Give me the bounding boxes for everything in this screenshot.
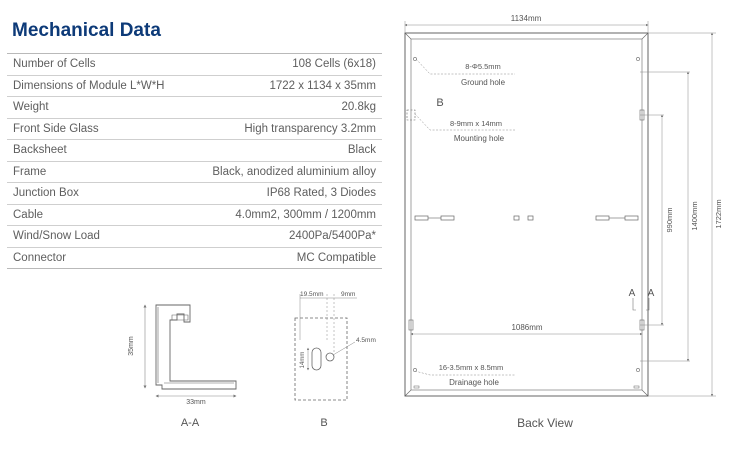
- spec-row: Connector MC Compatible: [7, 248, 382, 269]
- spec-label: Wind/Snow Load: [13, 230, 100, 243]
- mechanical-spec-table: Number of Cells 108 Cells (6x18) Dimensio…: [7, 53, 382, 269]
- section-a-marker-right: A: [648, 288, 655, 299]
- b-caption: B: [320, 417, 327, 429]
- spec-value: 2400Pa/5400Pa*: [289, 230, 376, 243]
- spec-value: 108 Cells (6x18): [292, 58, 376, 71]
- spec-label: Weight: [13, 101, 49, 114]
- spec-label: Dimensions of Module L*W*H: [13, 79, 165, 92]
- aa-caption: A-A: [181, 417, 200, 429]
- section-b-drawing: [294, 294, 357, 401]
- b-hole-diameter: 4.5mm: [356, 337, 376, 344]
- spec-label: Cable: [13, 208, 44, 221]
- b-dim-right: 9mm: [341, 291, 355, 298]
- dim-1400-label: 1400mm: [690, 201, 699, 230]
- back-width-label: 1134mm: [511, 14, 542, 23]
- aa-height-label: 35mm: [128, 336, 135, 356]
- mounting-hole-size: 8-9mm x 14mm: [450, 119, 502, 128]
- dim-1722-label: 1722mm: [714, 199, 723, 228]
- spec-label: Front Side Glass: [13, 122, 99, 135]
- spec-row: Wind/Snow Load 2400Pa/5400Pa*: [7, 226, 382, 248]
- section-title: Mechanical Data: [12, 20, 161, 41]
- spec-label: Backsheet: [13, 144, 67, 157]
- spec-row: Number of Cells 108 Cells (6x18): [7, 54, 382, 76]
- spec-row: Cable 4.0mm2, 300mm / 1200mm: [7, 205, 382, 226]
- dim-990-label: 990mm: [665, 207, 674, 232]
- drainage-hole-size: 16-3.5mm x 8.5mm: [439, 363, 504, 372]
- dim-1086-label: 1086mm: [511, 323, 542, 332]
- ground-hole-label: Ground hole: [461, 78, 506, 87]
- drainage-hole-label: Drainage hole: [449, 378, 499, 387]
- spec-row: Dimensions of Module L*W*H 1722 x 1134 x …: [7, 76, 382, 97]
- spec-value: High transparency 3.2mm: [244, 122, 376, 135]
- ground-hole-size: 8-Φ5.5mm: [465, 62, 501, 71]
- back-view-caption: Back View: [517, 416, 573, 430]
- back-view-drawing: [404, 21, 716, 397]
- spec-row: Frame Black, anodized aluminium alloy: [7, 162, 382, 183]
- spec-value: 4.0mm2, 300mm / 1200mm: [235, 208, 376, 221]
- spec-label: Number of Cells: [13, 58, 96, 71]
- spec-value: 1722 x 1134 x 35mm: [269, 79, 376, 92]
- spec-value: 20.8kg: [341, 101, 376, 114]
- section-aa-drawing: [143, 304, 237, 398]
- spec-label: Frame: [13, 165, 47, 178]
- detail-b-marker: B: [436, 97, 443, 109]
- spec-label: Junction Box: [13, 187, 79, 200]
- spec-value: Black, anodized aluminium alloy: [212, 165, 376, 178]
- section-a-marker-left: A: [629, 288, 636, 299]
- b-slot-length: 14mm: [300, 352, 306, 369]
- spec-row: Front Side Glass High transparency 3.2mm: [7, 119, 382, 140]
- spec-value: Black: [347, 144, 376, 157]
- mounting-hole-label: Mounting hole: [454, 134, 505, 143]
- spec-label: Connector: [13, 251, 67, 264]
- b-dim-left: 19.5mm: [300, 291, 323, 298]
- spec-row: Weight 20.8kg: [7, 97, 382, 119]
- spec-value: IP68 Rated, 3 Diodes: [266, 187, 376, 200]
- spec-value: MC Compatible: [296, 251, 376, 264]
- spec-row: Backsheet Black: [7, 140, 382, 162]
- aa-width-label: 33mm: [186, 399, 206, 406]
- spec-row: Junction Box IP68 Rated, 3 Diodes: [7, 183, 382, 205]
